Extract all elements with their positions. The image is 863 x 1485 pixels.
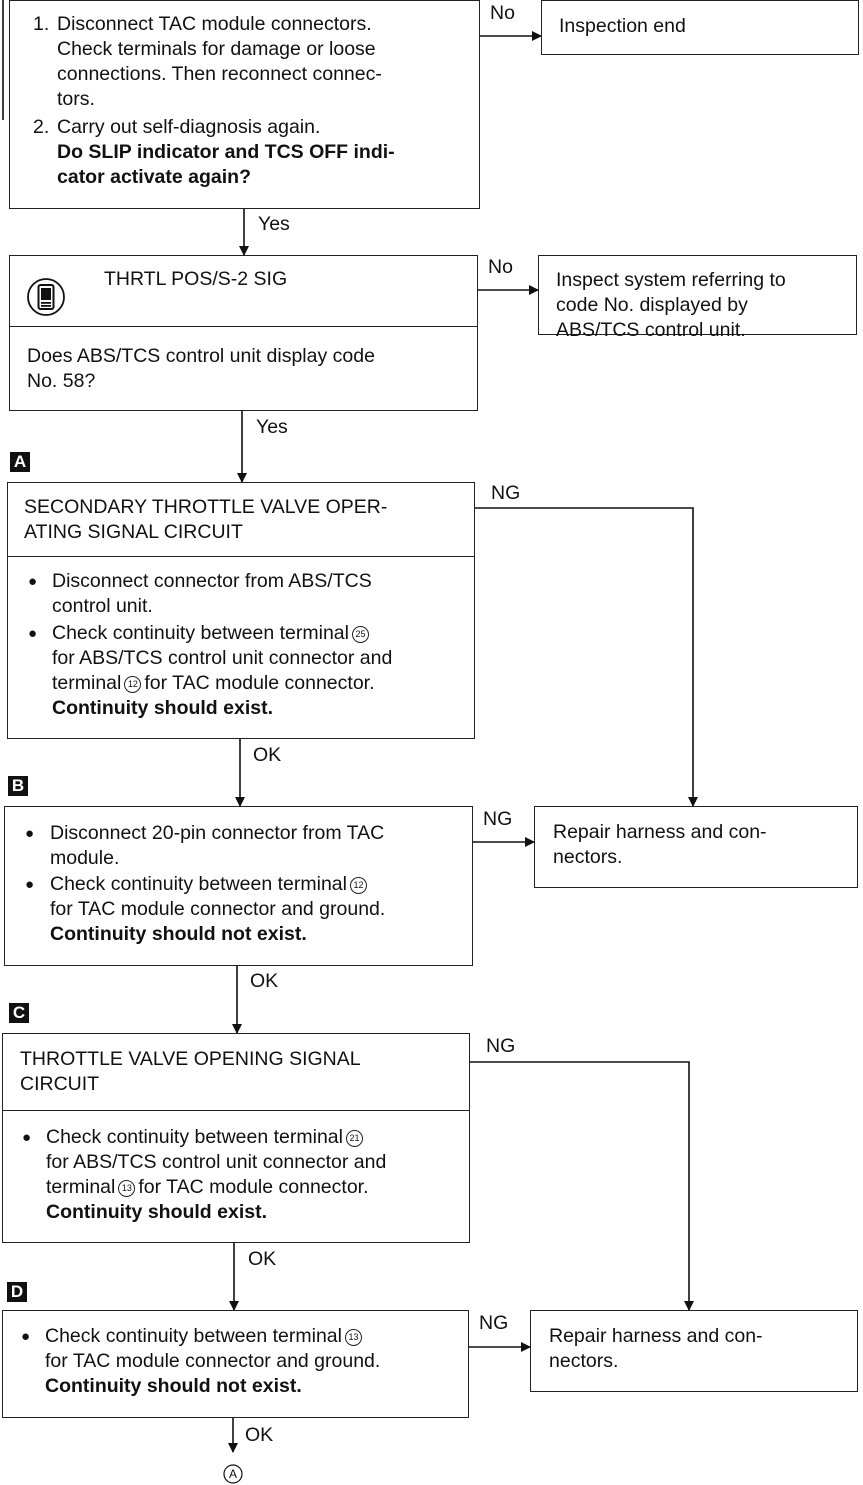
box1-item1-line4: tors. [57, 88, 95, 110]
step-b-marker: B [8, 776, 28, 796]
repair1-line1: Repair harness and con- [553, 821, 767, 843]
boxA-b2-l3-post: for TAC module connector. [144, 672, 375, 694]
box-repair-1 [534, 806, 858, 888]
box1-item1-line3: connections. Then reconnect connec- [57, 63, 382, 85]
label-no-2: No [488, 256, 513, 278]
label-ng-b: NG [483, 808, 513, 830]
label-ng-a: NG [491, 482, 521, 504]
box2-question-line1: Does ABS/TCS control unit display code [27, 345, 375, 367]
boxC-bullet-1: ● [22, 1129, 32, 1146]
label-ok-b: OK [250, 970, 279, 992]
boxB-bullet-1: ● [25, 825, 35, 842]
box2-question-line2: No. 58? [27, 370, 96, 392]
boxA-b1-line1: Disconnect connector from ABS/TCS [52, 570, 372, 592]
label-yes-1: Yes [258, 213, 290, 235]
box-step-a [7, 482, 475, 739]
boxA-title-line1: SECONDARY THROTTLE VALVE OPER- [24, 496, 388, 518]
connector-ref-a: A [228, 1467, 237, 1481]
label-ng-d: NG [479, 1312, 509, 1334]
boxB-b2-line2: for TAC module connector and ground. [50, 898, 386, 920]
boxA-bullet-1: ● [28, 573, 38, 590]
inspection-end-text: Inspection end [559, 15, 686, 37]
repair1-line2: nectors. [553, 846, 623, 868]
label-yes-2: Yes [256, 416, 288, 438]
box1-question-line1: Do SLIP indicator and TCS OFF indi- [57, 141, 395, 163]
boxC-conclusion: Continuity should exist. [46, 1201, 268, 1223]
box1-item2-num: 2. [33, 116, 50, 138]
box-inspect-system [538, 255, 857, 335]
box1-item1-line2: Check terminals for damage or loose [57, 38, 376, 60]
box-step-d [2, 1310, 469, 1418]
label-ok-a: OK [253, 744, 282, 766]
boxA-b2-line2: for ABS/TCS control unit connector and [52, 647, 393, 669]
boxC-b1-l3-pre: terminal [46, 1176, 116, 1198]
box-step-b [4, 806, 473, 966]
box1-question-line2: cator activate again? [57, 166, 251, 188]
terminal-12-marker: 12 [124, 676, 142, 693]
boxA-title-line2: ATING SIGNAL CIRCUIT [24, 521, 243, 543]
boxA-conclusion: Continuity should exist. [52, 697, 274, 719]
boxA-bullet-2: ● [28, 625, 38, 642]
boxC-b1-line2: for ABS/TCS control unit connector and [46, 1151, 387, 1173]
arrow-ng-a-repair [475, 507, 698, 807]
terminal-13-marker: 13 [118, 1180, 136, 1197]
boxB-b1-line1: Disconnect 20-pin connector from TAC [50, 822, 385, 844]
boxC-b1-l3-post: for TAC module connector. [138, 1176, 369, 1198]
label-no-1: No [490, 2, 515, 24]
label-ng-c: NG [486, 1035, 516, 1057]
box-thrtl-pos-sig [9, 255, 478, 411]
label-ok-d: OK [245, 1424, 274, 1446]
terminal-25-marker: 25 [352, 626, 369, 643]
step-a-marker: A [10, 452, 30, 472]
boxA-divider [7, 556, 475, 557]
connector-circle [223, 1464, 243, 1484]
boxC-divider [2, 1110, 470, 1111]
terminal-12-marker-b: 12 [350, 877, 367, 894]
box1-item1-num: 1. [33, 13, 50, 35]
inspect-system-line2: code No. displayed by [556, 294, 748, 316]
terminal-21-marker: 21 [346, 1130, 363, 1147]
box2-divider [9, 326, 478, 327]
box-reconnect-check [9, 0, 480, 209]
terminal-13-marker-d: 13 [345, 1329, 362, 1346]
boxC-b1-pre: Check continuity between terminal [46, 1126, 343, 1148]
boxB-bullet-2: ● [25, 876, 35, 893]
step-c-marker: C [9, 1003, 29, 1023]
arrow-ng-c-repair [470, 1061, 694, 1311]
step-d-marker: D [7, 1282, 27, 1302]
label-ok-c: OK [248, 1248, 277, 1270]
boxD-b1-pre: Check continuity between terminal [45, 1325, 342, 1347]
boxD-conclusion: Continuity should not exist. [45, 1375, 302, 1397]
boxB-b2-pre: Check continuity between terminal [50, 873, 347, 895]
box2-title: THRTL POS/S-2 SIG [104, 268, 288, 290]
box-repair-2 [530, 1310, 858, 1392]
boxB-b1-line2: module. [50, 847, 120, 869]
boxA-b1-line2: control unit. [52, 595, 153, 617]
box-inspection-end [541, 0, 859, 55]
consult-tester-icon [27, 278, 65, 316]
repair2-line2: nectors. [549, 1350, 619, 1372]
inspect-system-line3: ABS/TCS control unit. [556, 319, 746, 341]
repair2-line1: Repair harness and con- [549, 1325, 763, 1347]
box1-item1-line1: Disconnect TAC module connectors. [57, 13, 372, 35]
boxA-b2-l3-pre: terminal [52, 672, 122, 694]
boxC-title-line1: THROTTLE VALVE OPENING SIGNAL [20, 1048, 361, 1070]
boxD-b1-line2: for TAC module connector and ground. [45, 1350, 381, 1372]
boxA-b2-pre: Check continuity between terminal [52, 622, 349, 644]
boxD-bullet-1: ● [21, 1328, 31, 1345]
boxB-conclusion: Continuity should not exist. [50, 923, 307, 945]
box-step-c [2, 1033, 470, 1243]
box1-item2-line: Carry out self-diagnosis again. [57, 116, 321, 138]
boxC-title-line2: CIRCUIT [20, 1073, 100, 1095]
inspect-system-line1: Inspect system referring to [556, 269, 786, 291]
